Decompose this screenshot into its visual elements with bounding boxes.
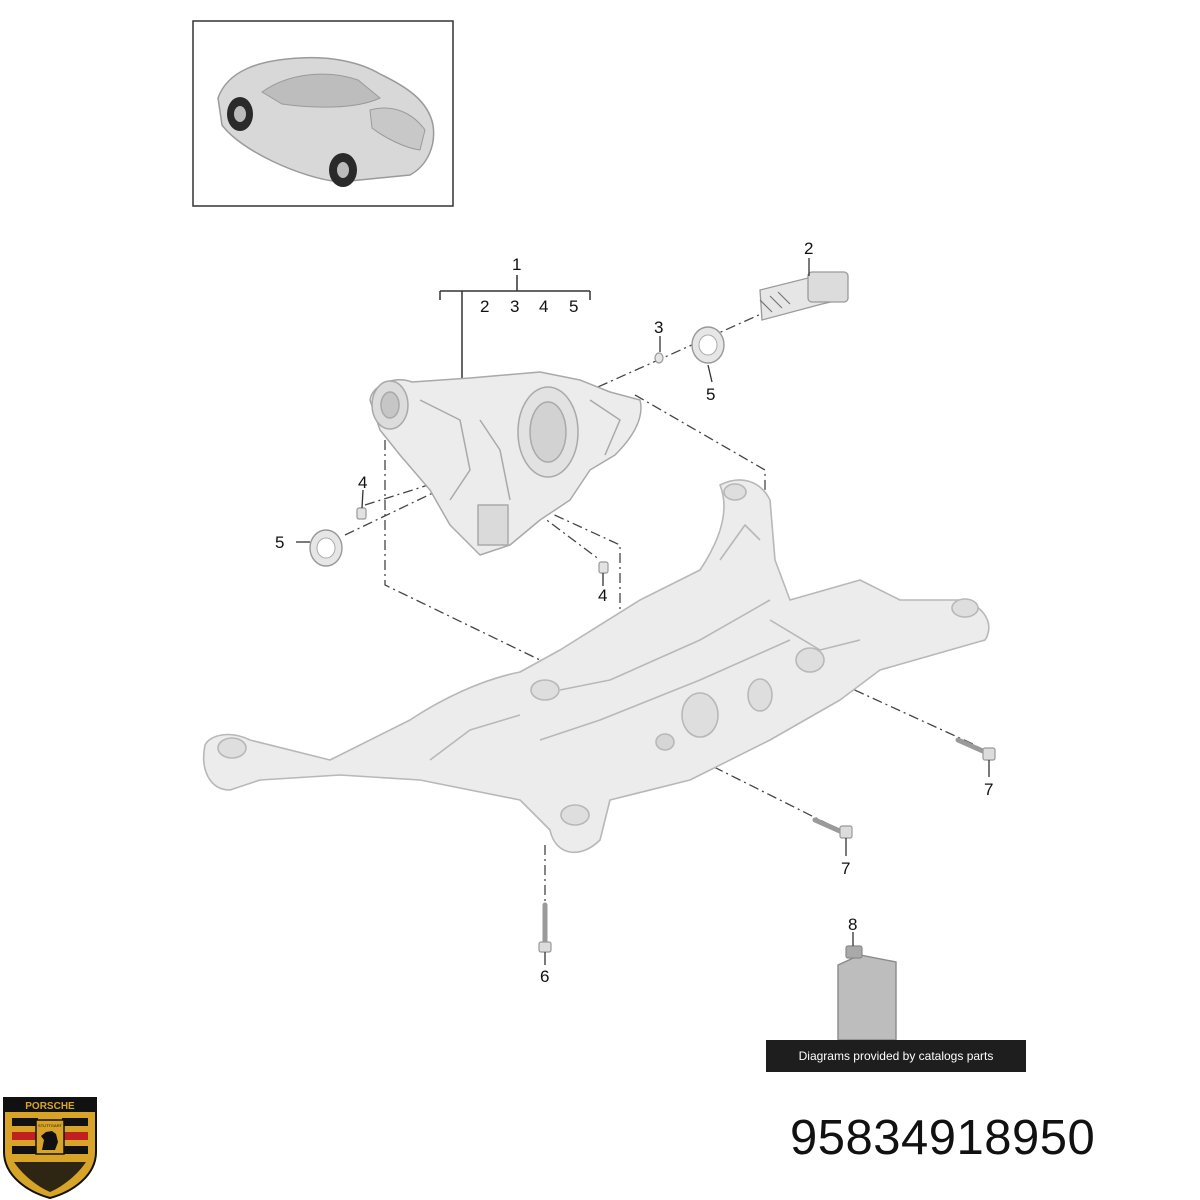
callout-1-sub-3: 3 — [510, 297, 519, 316]
plug-item-4-left — [356, 507, 367, 520]
callout-4-right: 4 — [598, 586, 607, 605]
rear-differential — [369, 371, 642, 556]
seal-item-3 — [654, 352, 664, 364]
oil-bottle-item-8 — [837, 945, 897, 1041]
callout-7-lower: 7 — [841, 859, 850, 878]
shaft-seal-item-5-upper — [691, 326, 725, 364]
callout-leaders — [296, 258, 990, 965]
plug-item-4-right — [598, 561, 609, 574]
callout-5-right: 5 — [706, 385, 715, 404]
actuator-item-2 — [759, 271, 849, 321]
callout-3: 3 — [654, 318, 663, 337]
callout-2: 2 — [804, 239, 813, 258]
callout-1-sub-2: 2 — [480, 297, 489, 316]
logo-city-text: STUTTGART — [38, 1123, 62, 1128]
callout-6: 6 — [540, 967, 549, 986]
vehicle-thumbnail — [192, 20, 454, 207]
car-silhouette-icon — [217, 56, 435, 187]
small-parts — [309, 271, 996, 1041]
callout-4-left: 4 — [358, 473, 367, 492]
bolt-item-6 — [538, 902, 552, 953]
callout-1-sub-4: 4 — [539, 297, 548, 316]
callout-1-sub-5: 5 — [569, 297, 578, 316]
part-number: 95834918950 — [790, 1111, 1096, 1165]
porsche-crest-logo: PORSCHE STUTTGART — [3, 1097, 97, 1200]
horse-icon — [41, 1131, 58, 1150]
callout-8: 8 — [848, 915, 857, 934]
bolt-item-7-lower — [812, 817, 853, 839]
bracket-item-1 — [439, 275, 591, 380]
callout-5-left: 5 — [275, 533, 284, 552]
diagram-credit-banner: Diagrams provided by catalogs parts — [766, 1040, 1026, 1072]
shaft-seal-item-5-lower — [309, 529, 343, 567]
logo-brand-text: PORSCHE — [25, 1101, 75, 1112]
bolt-item-7-upper — [955, 737, 996, 761]
callout-1: 1 — [512, 255, 521, 274]
callout-7-upper: 7 — [984, 780, 993, 799]
rear-subframe — [203, 479, 990, 854]
